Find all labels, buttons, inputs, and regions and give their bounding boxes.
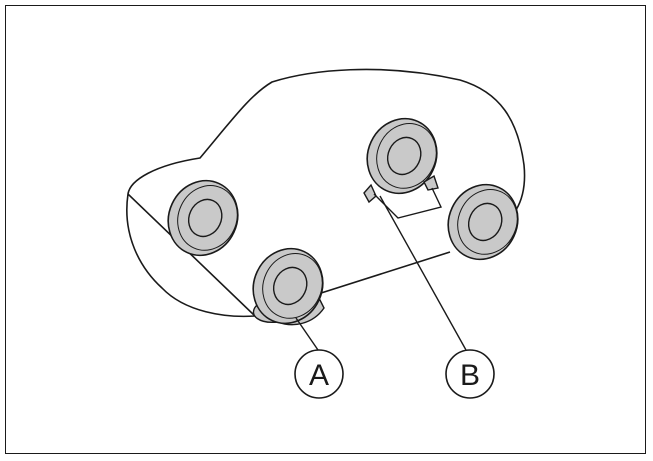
tire-rear-left	[155, 168, 251, 268]
car-body-outline	[126, 68, 526, 318]
leader-line-b	[379, 195, 467, 351]
callout-b: B	[445, 349, 495, 399]
tire-front-right	[435, 172, 531, 272]
tire-front-left-flat	[240, 236, 336, 336]
leader-line-a	[295, 317, 319, 351]
callout-a-label: A	[309, 359, 329, 392]
callout-a: A	[294, 349, 344, 399]
callout-b-label: B	[460, 359, 480, 392]
